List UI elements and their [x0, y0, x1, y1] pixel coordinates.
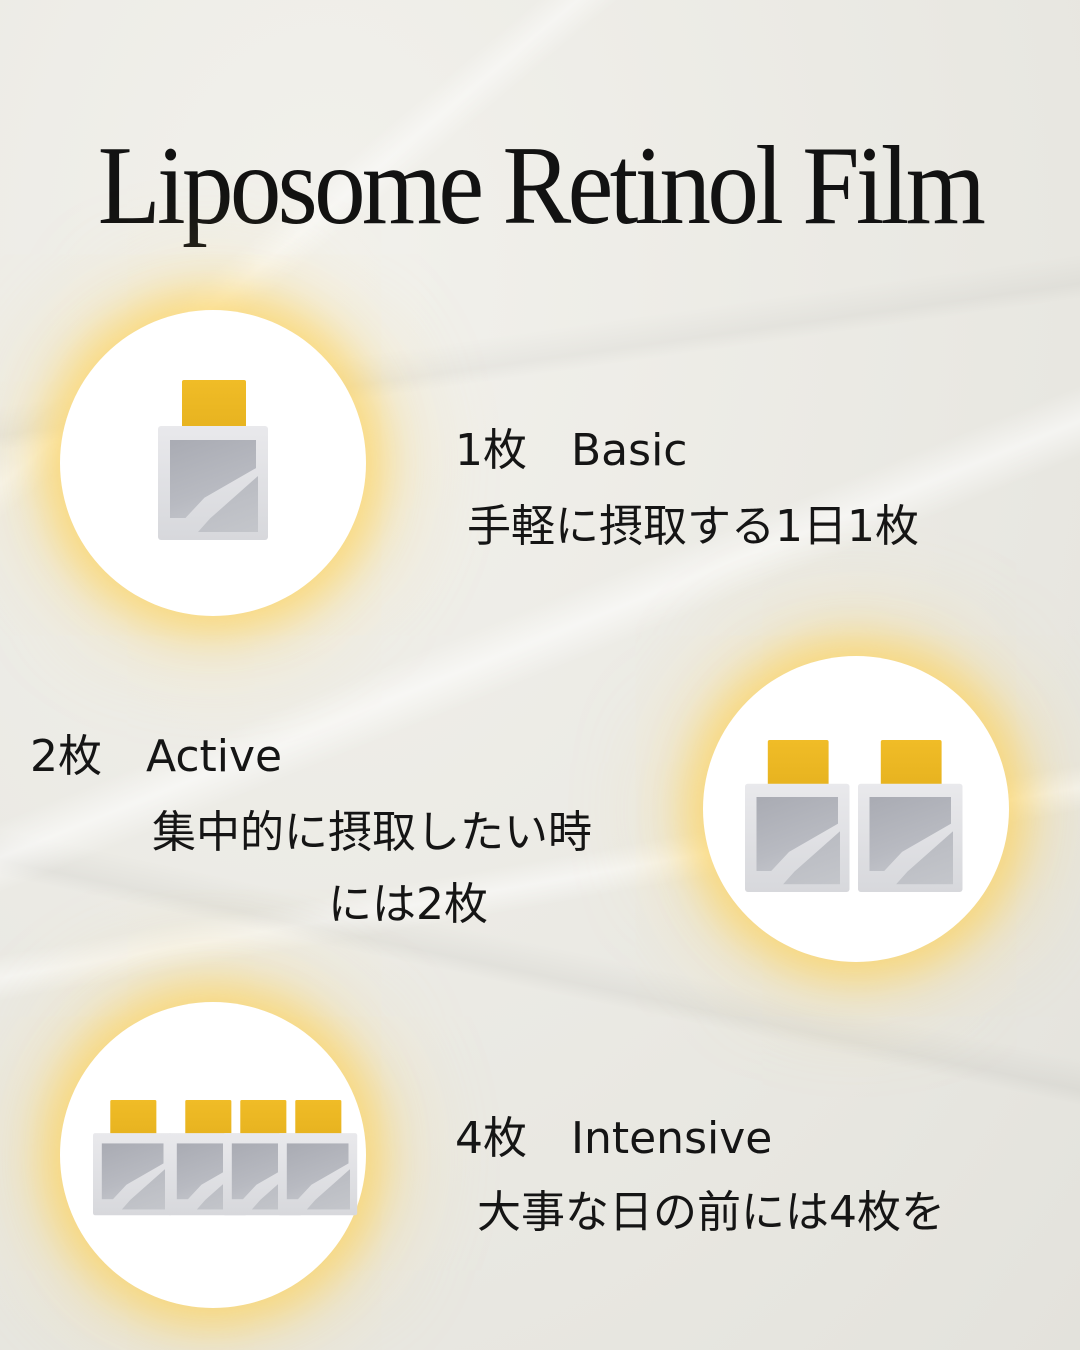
- product-circle-2: [703, 656, 1009, 962]
- item-1-description: 手軽に摂取する1日1枚: [467, 501, 919, 552]
- item-3-heading: 4枚 Intensive: [455, 1113, 773, 1164]
- product-circle-1: [60, 310, 366, 616]
- item-1-heading: 1枚 Basic: [455, 425, 688, 476]
- product-circle-3: [60, 1002, 366, 1308]
- page-title: Liposome Retinol Film: [97, 124, 986, 248]
- item-2-description-line2: には2枚: [328, 879, 488, 930]
- item-2-description-line1: 集中的に摂取したい時: [152, 807, 592, 858]
- item-3-description: 大事な日の前には4枚を: [477, 1187, 945, 1238]
- film-pack-icon: [858, 740, 963, 892]
- film-pack-icon: [745, 740, 850, 892]
- film-pack-icon: [93, 1100, 173, 1216]
- film-pack-icon: [278, 1100, 358, 1216]
- film-pack-icon: [158, 380, 268, 540]
- item-2-heading: 2枚 Active: [30, 731, 283, 782]
